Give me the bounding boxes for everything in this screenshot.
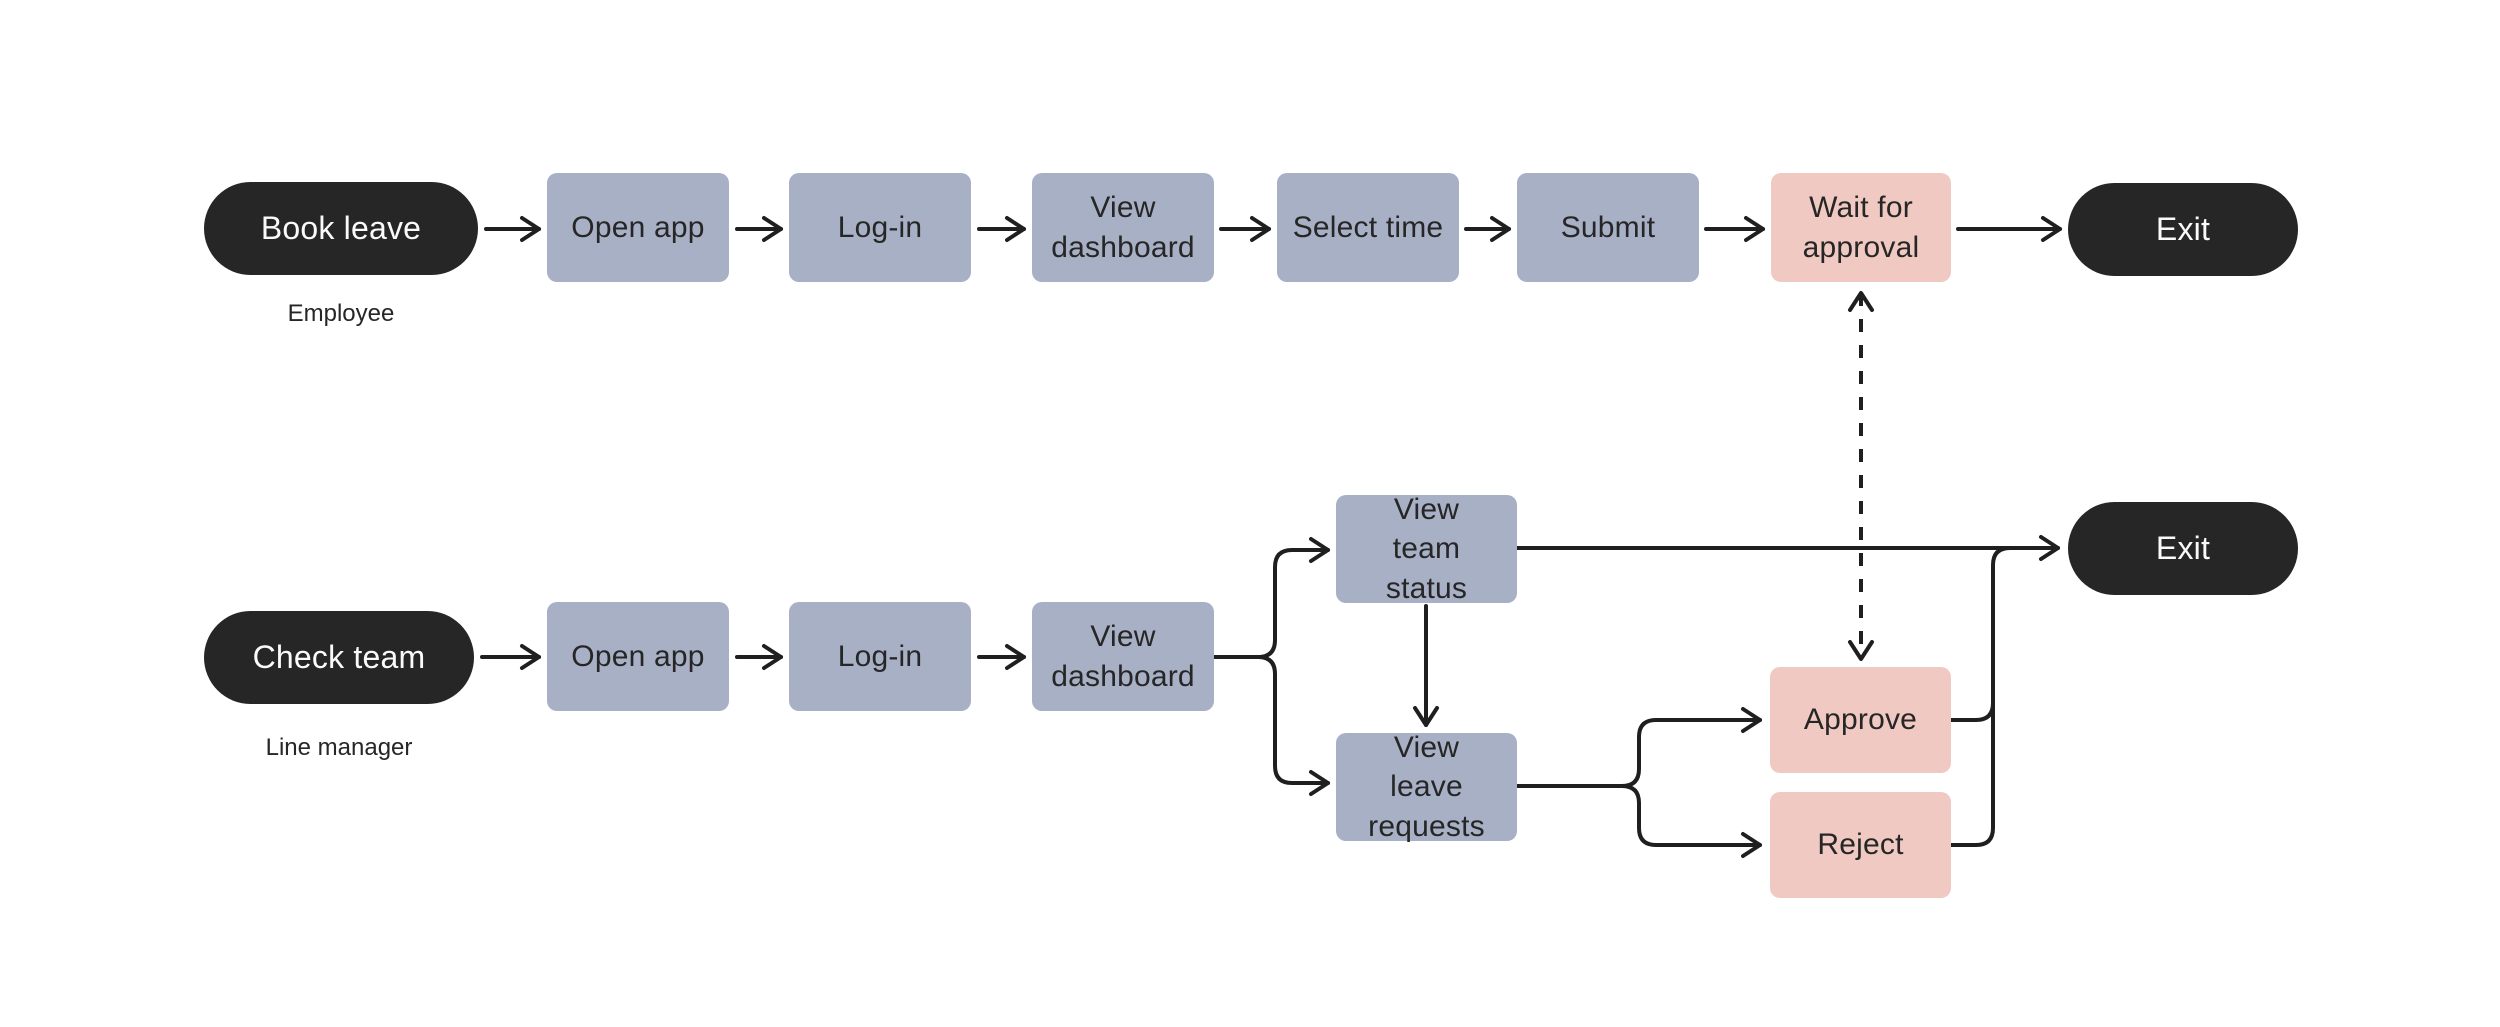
node-label: View dashboard: [1051, 190, 1195, 264]
end-node-exit-employee: Exit: [2068, 183, 2298, 276]
step-select-time: Select time: [1277, 173, 1459, 282]
node-label: Check team: [252, 639, 426, 676]
node-label: View team status: [1385, 492, 1468, 605]
start-node-check-team: Check team: [204, 611, 474, 704]
lane-label-employee: Employee: [287, 300, 395, 327]
node-label: Log-in: [837, 639, 923, 673]
step-log-in-employee: Log-in: [789, 173, 971, 282]
node-label: Wait for approval: [1802, 190, 1920, 264]
connector-leave-requests-to-approve: [1515, 707, 1762, 788]
node-label: Book leave: [260, 210, 422, 247]
connector-reject-merge: [1949, 698, 1995, 847]
state-wait-for-approval: Wait for approval: [1771, 173, 1951, 282]
start-node-book-leave: Book leave: [204, 182, 478, 275]
connector-leave-requests-to-reject: [1515, 784, 1762, 858]
step-view-dashboard-manager: View dashboard: [1032, 602, 1214, 711]
step-open-app-manager: Open app: [547, 602, 729, 711]
step-view-leave-requests: View leave requests: [1336, 731, 1517, 843]
step-view-dashboard-employee: View dashboard: [1032, 173, 1214, 282]
node-label: Open app: [571, 210, 705, 244]
node-label: Select time: [1292, 210, 1444, 244]
node-label: Open app: [571, 639, 705, 673]
node-label: View dashboard: [1051, 619, 1195, 693]
node-label: Exit: [2155, 211, 2211, 248]
decision-approve: Approve: [1770, 667, 1951, 773]
end-node-exit-manager: Exit: [2068, 502, 2298, 595]
step-submit: Submit: [1517, 173, 1699, 282]
connector-dashboard-to-leave-requests: [1212, 655, 1330, 796]
step-log-in-manager: Log-in: [789, 602, 971, 711]
step-open-app-employee: Open app: [547, 173, 729, 282]
connector-dashboard-to-team-status: [1212, 537, 1330, 659]
node-label: Reject: [1817, 828, 1904, 862]
step-view-team-status: View team status: [1336, 493, 1517, 605]
node-label: Log-in: [837, 210, 923, 244]
node-label: Approve: [1803, 703, 1918, 737]
decision-reject: Reject: [1770, 792, 1951, 898]
node-label: Submit: [1560, 210, 1656, 244]
connector-approve-merge: [1949, 546, 2012, 722]
node-label: Exit: [2155, 530, 2211, 567]
node-label: View leave requests: [1368, 730, 1485, 843]
lane-label-line-manager: Line manager: [265, 734, 413, 761]
